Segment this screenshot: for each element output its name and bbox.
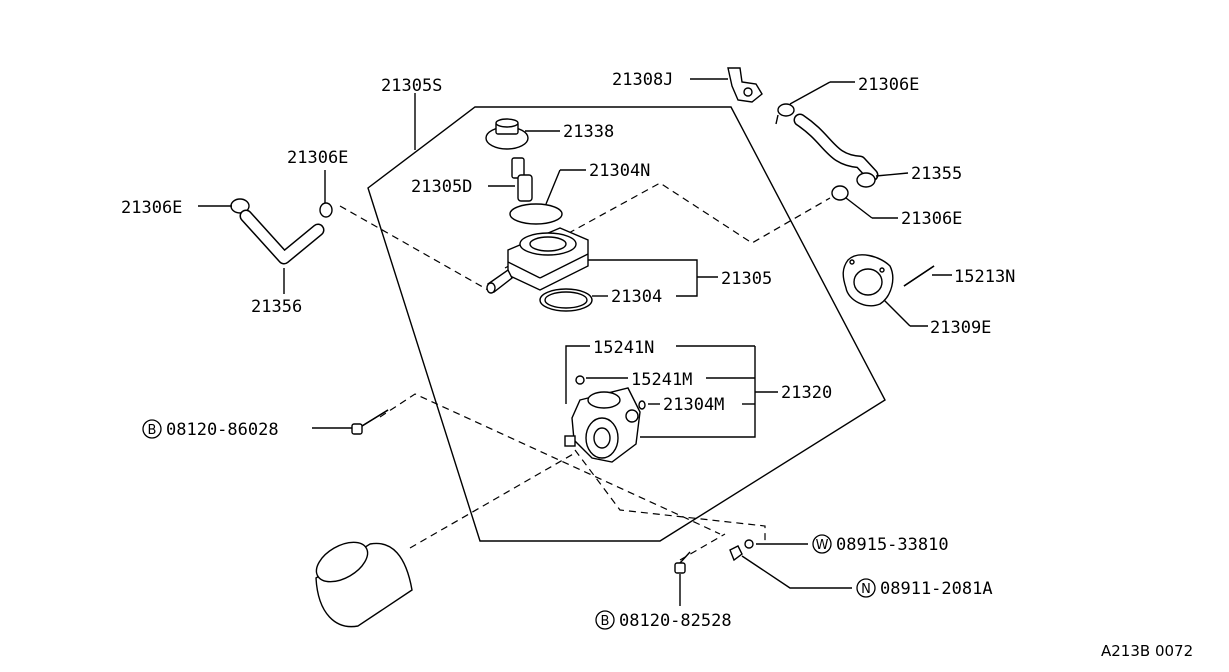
label-21308j: 21308J — [612, 70, 673, 90]
oil-cooler-21305 — [486, 227, 589, 294]
bolt-08120-82528 — [674, 551, 691, 574]
label-21304n: 21304N — [589, 161, 650, 181]
part-labels: 21305S 21308J 21306E 21338 21306E 21305D… — [121, 70, 1015, 415]
label-15241m: 15241M — [631, 370, 692, 390]
valve-21305d — [511, 157, 533, 202]
clamp-21306e-left-top — [319, 202, 333, 218]
prefix-w: W — [816, 538, 829, 553]
bolt-label-82528: B 08120-82528 — [595, 610, 732, 631]
nut-label-2081a: N 08911-2081A — [856, 578, 993, 599]
bolt-label-86028: B 08120-86028 — [142, 419, 279, 440]
oring-21304m — [638, 400, 646, 410]
label-21306e-left-top: 21306E — [287, 148, 348, 168]
fitting-21308j — [727, 67, 763, 103]
diagram-code: A213B 0072 — [1101, 642, 1193, 660]
label-08120-86028: 08120-86028 — [166, 420, 279, 440]
label-21338: 21338 — [563, 122, 614, 142]
prefix-b-1: B — [148, 423, 157, 438]
plug-15241m — [575, 375, 585, 385]
clamp-21306e-top — [775, 103, 795, 125]
label-21304m: 21304M — [663, 395, 724, 415]
label-21305d: 21305D — [411, 177, 472, 197]
label-15213n: 15213N — [954, 267, 1015, 287]
label-21356: 21356 — [251, 297, 302, 317]
hardware-labels: B 08120-86028 W 08915-33810 N 08911-2081… — [142, 419, 993, 631]
washer-label-33810: W 08915-33810 — [812, 534, 949, 555]
housing-21320 — [564, 387, 641, 463]
bolt-08120-86028 — [351, 409, 389, 435]
label-21305: 21305 — [721, 269, 772, 289]
label-21355: 21355 — [911, 164, 962, 184]
hose-21355 — [793, 113, 879, 188]
gasket-21309e — [842, 254, 894, 307]
clamp-21306e-right — [831, 185, 849, 201]
prefix-n: N — [861, 582, 871, 597]
label-21306e-top: 21306E — [858, 75, 919, 95]
label-08120-82528: 08120-82528 — [619, 611, 732, 631]
oring-21304n — [509, 203, 563, 225]
label-21306e-left: 21306E — [121, 198, 182, 218]
label-21305s: 21305S — [381, 76, 442, 96]
oil-filter — [315, 541, 413, 628]
label-21320: 21320 — [781, 383, 832, 403]
washer-08915-33810 — [744, 539, 754, 549]
label-08911-2081a: 08911-2081A — [880, 579, 993, 599]
assembly-outline — [367, 93, 886, 542]
hose-21356 — [239, 209, 325, 265]
prefix-b-2: B — [601, 614, 610, 629]
cap-21338 — [485, 118, 529, 150]
dashed-guide-lines — [339, 182, 831, 561]
label-15241n: 15241N — [593, 338, 654, 358]
leader-lines — [198, 78, 952, 606]
label-21304: 21304 — [611, 287, 662, 307]
gasket-21304 — [539, 288, 593, 312]
label-21306e-right: 21306E — [901, 209, 962, 229]
nut-08911-2081a — [729, 545, 743, 562]
label-21309e: 21309E — [930, 318, 991, 338]
label-08915-33810: 08915-33810 — [836, 535, 949, 555]
stud-15213n — [903, 265, 935, 287]
